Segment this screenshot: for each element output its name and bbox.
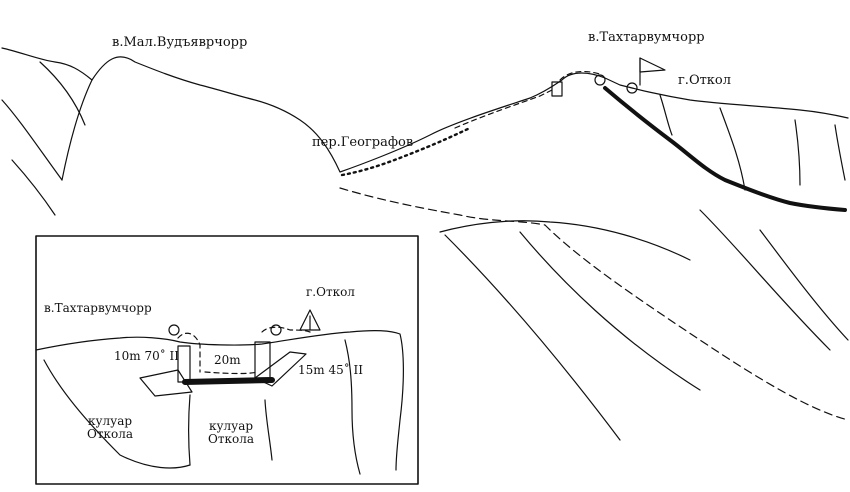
lower-slope-5 xyxy=(759,229,849,341)
inset-label-otkol: г.Откол xyxy=(306,285,355,299)
inset-kuluar-left: кулуар Откола xyxy=(75,415,145,440)
lower-slope-3 xyxy=(519,231,701,391)
inset-right-pitch xyxy=(254,341,271,379)
inset-right-slab xyxy=(254,351,307,387)
right-cliff-1 xyxy=(659,94,673,136)
label-otkol: г.Откол xyxy=(678,73,732,88)
inset-left-couloir xyxy=(43,359,191,469)
inset-kuluar-left-line1: кулуар xyxy=(87,414,133,428)
traverse-dashed xyxy=(339,187,849,421)
inset-kuluar-right-line1: кулуар xyxy=(208,419,254,433)
label-takhtarvumchorr: в.Тахтарвумчорр xyxy=(588,30,705,45)
inset-kuluar-right-line2: Откола xyxy=(208,431,254,446)
inset-kuluar-left-line2: Откола xyxy=(87,426,133,441)
right-cliff-3 xyxy=(794,119,801,186)
inset-anchor-left xyxy=(168,324,180,336)
right-cliff-2 xyxy=(719,107,746,191)
belay-box xyxy=(551,81,563,97)
inset-left-pitch xyxy=(177,345,191,383)
inset-left-slab xyxy=(139,369,193,397)
col-route-dotted xyxy=(340,126,472,177)
inset-label-takhtarvumchorr: в.Тахтарвумчорр xyxy=(44,301,152,315)
inset-kuluar-right: кулуар Откола xyxy=(196,420,266,445)
left-mountain-slope xyxy=(1,99,63,181)
inset-left-couloir-edge xyxy=(187,394,191,466)
inset-pitch-mid: 20m xyxy=(214,353,241,367)
inset-anchor-right xyxy=(270,324,282,336)
descent-route-bold xyxy=(603,86,847,212)
label-per-geografov: пер.Географов xyxy=(312,135,414,150)
inset-right-couloir xyxy=(264,399,273,461)
anchor-circle-2 xyxy=(626,82,638,94)
inset-pitch-right: 15m 45˚ II xyxy=(298,363,364,377)
inset-crossing-bold xyxy=(182,377,275,385)
inset-right-wall xyxy=(344,339,361,475)
anchor-circle-1 xyxy=(594,74,606,86)
inset-summit-flag xyxy=(299,309,321,331)
inset-ridge xyxy=(35,330,404,471)
left-mountain-lower xyxy=(11,159,56,216)
left-rock-rib xyxy=(39,61,86,126)
left-mountain-face xyxy=(61,79,93,181)
inset-pitch-left: 10m 70˚ II xyxy=(114,349,180,363)
label-mal-vudyavrchorr: в.Мал.Вудъяврчорр xyxy=(112,35,248,50)
ridge-route-dashed xyxy=(454,70,601,129)
right-cliff-4 xyxy=(834,124,846,181)
main-ridge-skyline xyxy=(1,47,849,173)
lower-slope-4 xyxy=(699,209,831,351)
summit-flag xyxy=(639,57,666,73)
lower-slope-2 xyxy=(444,234,621,441)
inset-frame xyxy=(35,235,419,485)
lower-slope-1 xyxy=(439,220,691,261)
inset-route-dashed xyxy=(177,326,311,375)
